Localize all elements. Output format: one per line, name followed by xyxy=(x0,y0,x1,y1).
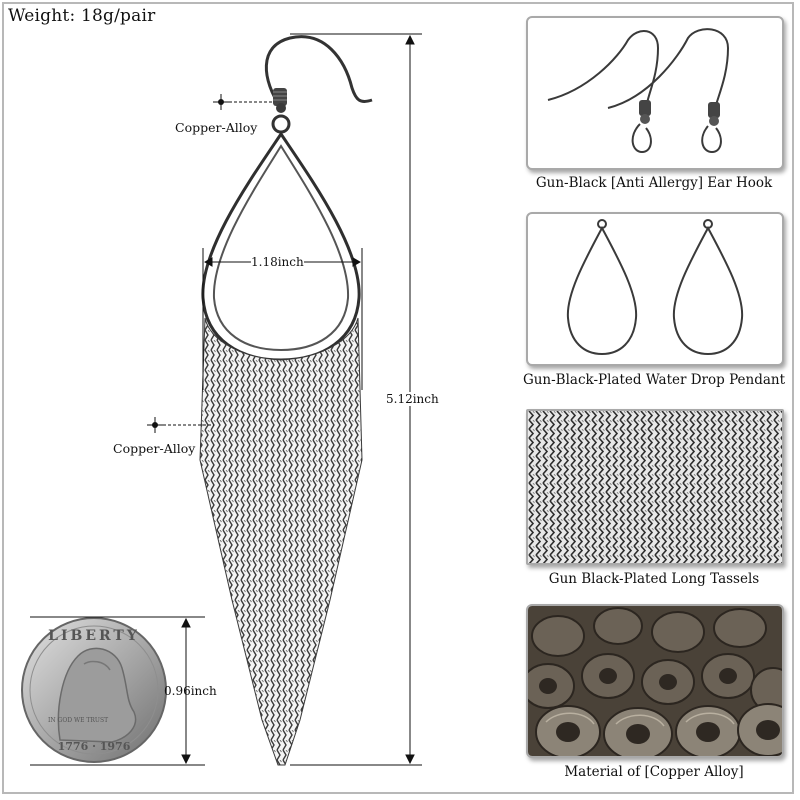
pendant-width-label: 1.18inch xyxy=(251,255,304,269)
ear-hook-image xyxy=(547,28,730,154)
coin-diameter-label: 0.96inch xyxy=(164,684,217,698)
total-length-label: 5.12inch xyxy=(386,392,439,406)
weight-label: Weight: 18g/pair xyxy=(8,6,156,26)
coin-top-text: LIBERTY xyxy=(48,628,140,644)
tassel-material-label: Copper-Alloy xyxy=(113,441,196,456)
tassel-callout xyxy=(147,417,214,433)
water-drop-image xyxy=(566,219,744,356)
material-panel xyxy=(526,604,784,758)
coin-years-text: 1776 · 1976 xyxy=(58,740,131,753)
quarter-coin xyxy=(21,617,167,763)
tassels-caption: Gun Black-Plated Long Tassels xyxy=(548,571,760,587)
material-caption: Material of [Copper Alloy] xyxy=(564,764,744,780)
hook-callout xyxy=(213,94,273,110)
water-drop-panel xyxy=(526,212,784,366)
tassels-image xyxy=(528,411,782,563)
tassels-panel xyxy=(526,409,784,565)
ear-hook-caption: Gun-Black [Anti Allergy] Ear Hook xyxy=(535,175,773,191)
water-drop-caption: Gun-Black-Plated Water Drop Pendant xyxy=(522,372,786,388)
copper-alloy-image xyxy=(528,606,782,756)
ear-hook xyxy=(264,35,373,109)
copper-rolls xyxy=(528,607,782,756)
tassel-fringe xyxy=(199,317,363,766)
coin-dimension-line xyxy=(30,616,205,766)
hook-material-label: Copper-Alloy xyxy=(175,120,258,135)
water-drop-pendant xyxy=(201,131,361,362)
coin-motto-text: IN GOD WE TRUST xyxy=(48,717,108,724)
ear-hook-panel xyxy=(526,16,784,170)
hook-coil xyxy=(271,88,291,134)
